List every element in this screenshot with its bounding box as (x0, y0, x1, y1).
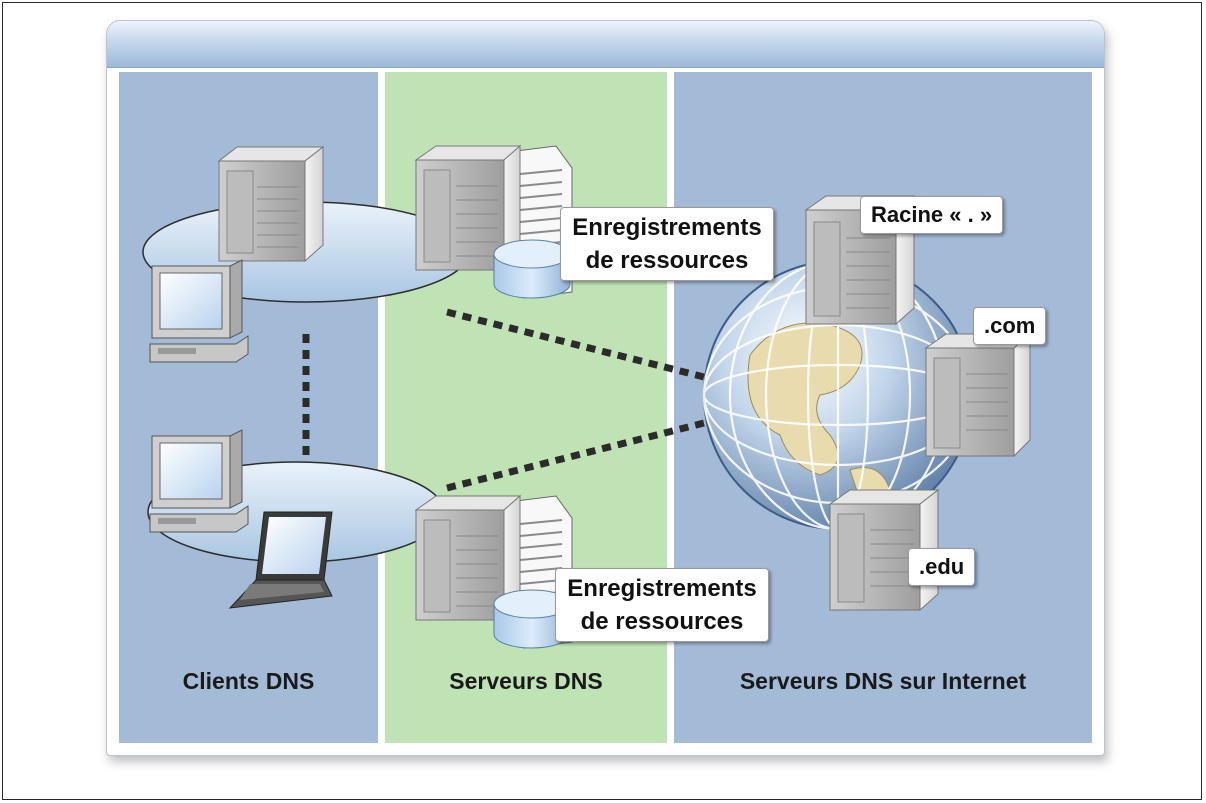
dns-server-icon (414, 494, 573, 649)
root-server-icon (804, 194, 916, 326)
desktop-computer-icon (149, 259, 249, 363)
title-bar (107, 21, 1104, 68)
records-callout-bottom: Enregistrements de ressources (555, 568, 769, 642)
records-callout-top: Enregistrements de ressources (560, 207, 774, 281)
dns-server-icon (414, 144, 573, 299)
root-domain-label: Racine « . » (860, 196, 1004, 234)
server-tower-icon (217, 145, 325, 263)
records-line-2: de ressources (585, 247, 749, 274)
edu-domain-label: .edu (908, 548, 976, 586)
panel-label-clients: Clients DNS (182, 668, 315, 694)
panel-label-servers: Serveurs DNS (449, 668, 603, 694)
records-line-2: de ressources (580, 608, 744, 635)
panel-label-internet: Serveurs DNS sur Internet (739, 668, 1027, 694)
laptop-icon (228, 511, 333, 609)
edu-server-icon (828, 488, 940, 612)
desktop-computer-icon (149, 429, 249, 533)
com-domain-label: .com (973, 307, 1047, 345)
records-line-1: Enregistrements (567, 575, 757, 602)
com-server-icon (924, 332, 1032, 458)
records-line-1: Enregistrements (572, 214, 762, 241)
network-links (302, 308, 709, 492)
